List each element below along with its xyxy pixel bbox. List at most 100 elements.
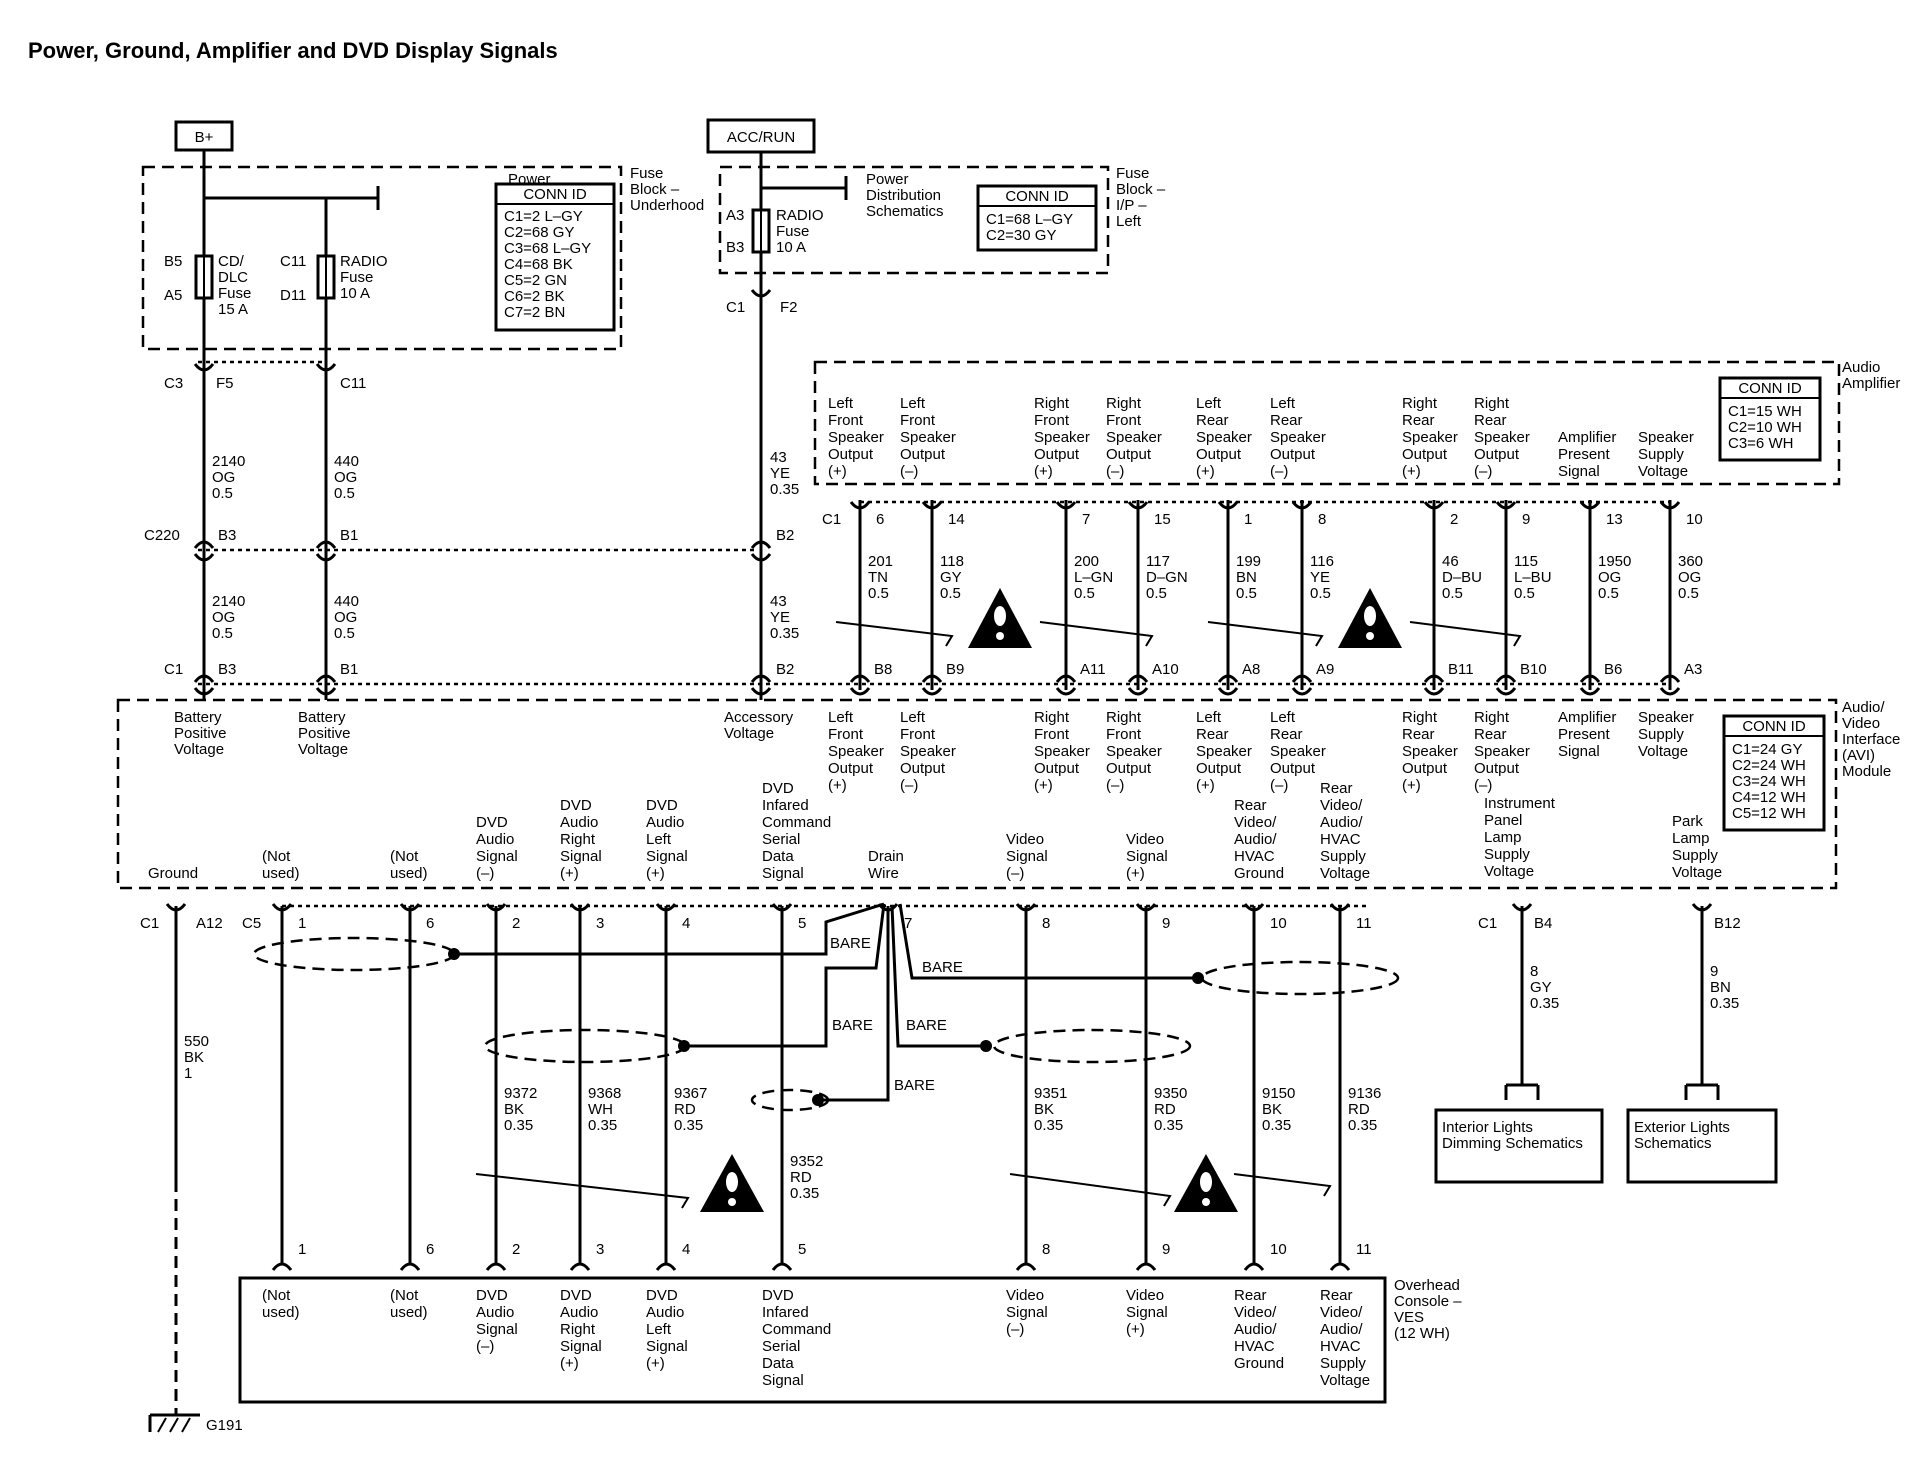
overhead-signal-label-line: Supply — [1320, 1355, 1366, 1372]
avi-pin: B11 — [1448, 661, 1474, 678]
amp-signal-label-line: Output — [828, 446, 874, 463]
avi-amp-signal-label-line: Front — [900, 726, 936, 743]
avi-pin: A9 — [1316, 661, 1334, 678]
uh-conn-list-line: C6=2 BK — [504, 288, 564, 305]
avi-bottom-signal-label-line: Signal — [560, 848, 602, 865]
wire-440-lower-line: 440 — [334, 593, 359, 610]
amp-signal-label-line: Left — [828, 395, 854, 412]
avi-bottom-signal-label-line: Audio/ — [1234, 831, 1277, 848]
overhead-pin: 4 — [682, 1241, 690, 1258]
amp-pin: 1 — [1244, 511, 1252, 528]
avi-bottom-signal-label-line: Wire — [868, 865, 899, 882]
amp-wire-spec-line: 116 — [1310, 553, 1334, 570]
exterior-lights-box[interactable] — [1626, 1108, 1778, 1184]
avi-bottom-signal-label-line: Right — [560, 831, 596, 848]
amp-conn-list-line: C1=15 WH — [1728, 403, 1802, 420]
avi-amp-signal-label-line: Output — [1474, 760, 1520, 777]
avi-amp-signal-label-line: Right — [1106, 709, 1142, 726]
amp-wire-spec-line: BN — [1236, 569, 1257, 586]
connector-terminal — [750, 553, 772, 562]
amp-signal-label-line: Present — [1558, 446, 1611, 463]
amp-wire-spec-line: 118 — [940, 553, 964, 570]
avi-amp-signal-label-line: Output — [828, 760, 874, 777]
amp-conn-title: CONN ID — [1738, 380, 1802, 397]
amp-signal-label-line: Speaker — [1270, 429, 1326, 446]
avi-conn-title: CONN ID — [1742, 718, 1806, 735]
connector-terminal — [1579, 687, 1601, 696]
avi-bottom-signal-label-line: Audio — [560, 814, 598, 831]
avi-bottom-signal-label-line: Drain — [868, 848, 904, 865]
avi-amp-signal-label-line: Speaker — [1270, 743, 1326, 760]
connector-terminal — [849, 501, 871, 510]
avi-amp-signal-label-line: Right — [1402, 709, 1438, 726]
avi-module-block — [116, 698, 1838, 890]
avi-bottom-pin: 5 — [798, 915, 806, 932]
dvd-wire-spec-line: RD — [674, 1101, 696, 1118]
warning-icon — [700, 1154, 764, 1212]
park-wire-spec-line: 9 — [1710, 963, 1718, 980]
ip-fuse-block-name-line: I/P – — [1116, 197, 1147, 214]
exterior-lights-label-line: Exterior Lights — [1634, 1119, 1730, 1136]
avi-bottom-signal-label-line: Signal — [646, 848, 688, 865]
amp-wire-spec-line: 0.5 — [1236, 585, 1257, 602]
connector-terminal — [1329, 1262, 1351, 1271]
avi-amp-signal-label-line: Speaker — [1196, 743, 1252, 760]
amp-signal-label-line: Output — [1034, 446, 1080, 463]
amp-signal-label-line: Rear — [1402, 412, 1435, 429]
connector-terminal — [1423, 501, 1445, 510]
interior-lights-box[interactable] — [1434, 1108, 1604, 1184]
avi-bottom-signal-label-line: Supply — [1320, 848, 1366, 865]
amp-signal-label-line: Rear — [1474, 412, 1507, 429]
avi-pin: A3 — [1684, 661, 1702, 678]
inst-wire-spec-line: 0.35 — [1530, 995, 1559, 1012]
connector-terminal — [1127, 687, 1149, 696]
fuse1-label-line: 15 A — [218, 301, 248, 318]
avi-amp-signal-label-line: Output — [1402, 760, 1448, 777]
overhead-signal-label-line: (+) — [646, 1355, 665, 1372]
dvd-wire-spec-line: 0.35 — [504, 1117, 533, 1134]
amp-signal-label-line: Front — [1034, 412, 1070, 429]
overhead-signal-label-line: (–) — [476, 1338, 494, 1355]
avi-bottom-signal-label-line: used) — [262, 865, 300, 882]
overhead-signal-label-line: (–) — [1006, 1321, 1024, 1338]
avi-bottom-pin: 10 — [1270, 915, 1287, 932]
avi-amp-signal-label-line: Speaker — [828, 743, 884, 760]
dvd-wire-spec-line: 9351 — [1034, 1085, 1067, 1102]
fuse1-pin-top: B5 — [164, 253, 182, 270]
dvd-wire-spec-line: 0.35 — [588, 1117, 617, 1134]
overhead-signal-label-line: used) — [262, 1304, 300, 1321]
connector-terminal — [1127, 501, 1149, 510]
uh-conn-id-table — [494, 182, 616, 332]
connector-terminal — [1691, 903, 1713, 912]
connector-terminal — [877, 903, 899, 912]
overhead-signal-label-line: HVAC — [1320, 1338, 1361, 1355]
amp-conn-label: C1 — [822, 511, 841, 528]
park-lamp-label-line: Supply — [1672, 847, 1718, 864]
amp-pin: 8 — [1318, 511, 1326, 528]
dvd-wire-spec-line: BK — [1262, 1101, 1282, 1118]
ground-pin: A12 — [196, 915, 223, 932]
c220-pin2: B1 — [340, 527, 358, 544]
amp-wire-spec-line: TN — [868, 569, 888, 586]
overhead-console-name-line: Console – — [1394, 1293, 1462, 1310]
avi-bottom-signal-label-line: Voltage — [1320, 865, 1370, 882]
uh-fuse-block-name-line: Block – — [630, 181, 680, 198]
wire-440-upper-line: 440 — [334, 453, 359, 470]
overhead-signal-label-line: Audio — [560, 1304, 598, 1321]
ground-wire-spec-line: 550 — [184, 1033, 209, 1050]
accrun-label: ACC/RUN — [727, 129, 795, 146]
wire-440-lower-line: OG — [334, 609, 357, 626]
amp-wire-spec-line: L–BU — [1514, 569, 1552, 586]
avi-amp-signal-label-line: (+) — [828, 777, 847, 794]
